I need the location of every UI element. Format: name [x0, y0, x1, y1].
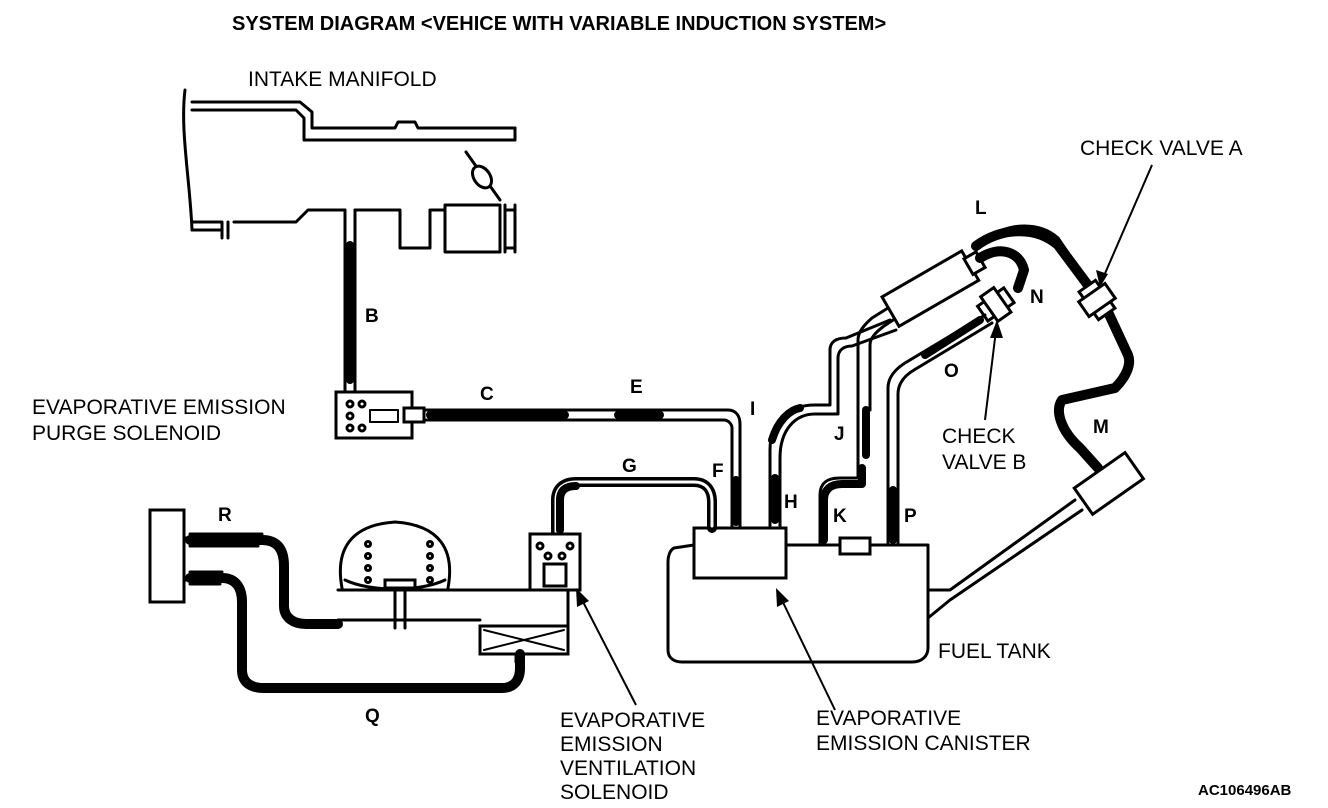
purge-solenoid-label-2: PURGE SOLENOID [32, 422, 221, 445]
canister-label-2: EMISSION CANISTER [816, 732, 1031, 755]
hose-label-f: F [712, 461, 724, 482]
hose-label-m: M [1093, 417, 1109, 438]
hose-label-p: P [904, 506, 917, 527]
hose-label-j: J [834, 424, 845, 445]
hose-label-b: B [365, 306, 379, 327]
ventilation-solenoid-label-1: EVAPORATIVE [560, 709, 705, 732]
check-valve-b-label-2: VALVE B [942, 451, 1026, 474]
fuel-tank [666, 450, 1146, 664]
check-valve-a-label: CHECK VALVE A [1080, 137, 1243, 160]
ventilation-solenoid-label-3: VENTILATION [560, 757, 696, 780]
hose-label-k: K [833, 506, 847, 527]
check-valve-b [975, 285, 1017, 324]
ventilation-solenoid-label-2: EMISSION [560, 733, 663, 756]
figure-code: AC106496AB [1198, 782, 1292, 799]
canister [692, 513, 788, 580]
hose-label-o: O [944, 361, 959, 382]
hose-label-c: C [480, 384, 494, 405]
hose-label-q: Q [365, 706, 380, 727]
filler-cap [148, 508, 198, 604]
ventilation-solenoid-leader [577, 591, 637, 706]
intake-manifold-label: INTAKE MANIFOLD [248, 68, 437, 91]
canister-leader [777, 591, 836, 711]
check-valve-a [1076, 278, 1118, 322]
purge-solenoid-label-1: EVAPORATIVE EMISSION [32, 396, 286, 419]
intake-manifold [182, 88, 517, 396]
purge-solenoid [334, 390, 426, 440]
hose-label-g: G [622, 456, 637, 477]
check-valve-b-label-1: CHECK [942, 425, 1016, 448]
hose-label-l: L [975, 198, 987, 219]
diagram-title: SYSTEM DIAGRAM <VEHICE WITH VARIABLE IND… [232, 13, 886, 35]
canister-label-1: EVAPORATIVE [816, 707, 961, 730]
hose-label-i: I [750, 399, 755, 420]
hose-label-h: H [784, 492, 798, 513]
two-way-valve [879, 248, 988, 329]
fuel-tank-label: FUEL TANK [938, 640, 1051, 663]
hose-label-e: E [630, 377, 643, 398]
ventilation-solenoid [528, 532, 582, 592]
check-valve-b-leader [984, 321, 998, 421]
ventilation-solenoid-label-4: SOLENOID [560, 781, 669, 804]
hose-label-n: N [1030, 287, 1044, 308]
check-valve-a-leader [1099, 164, 1153, 286]
hose-label-r: R [218, 505, 232, 526]
